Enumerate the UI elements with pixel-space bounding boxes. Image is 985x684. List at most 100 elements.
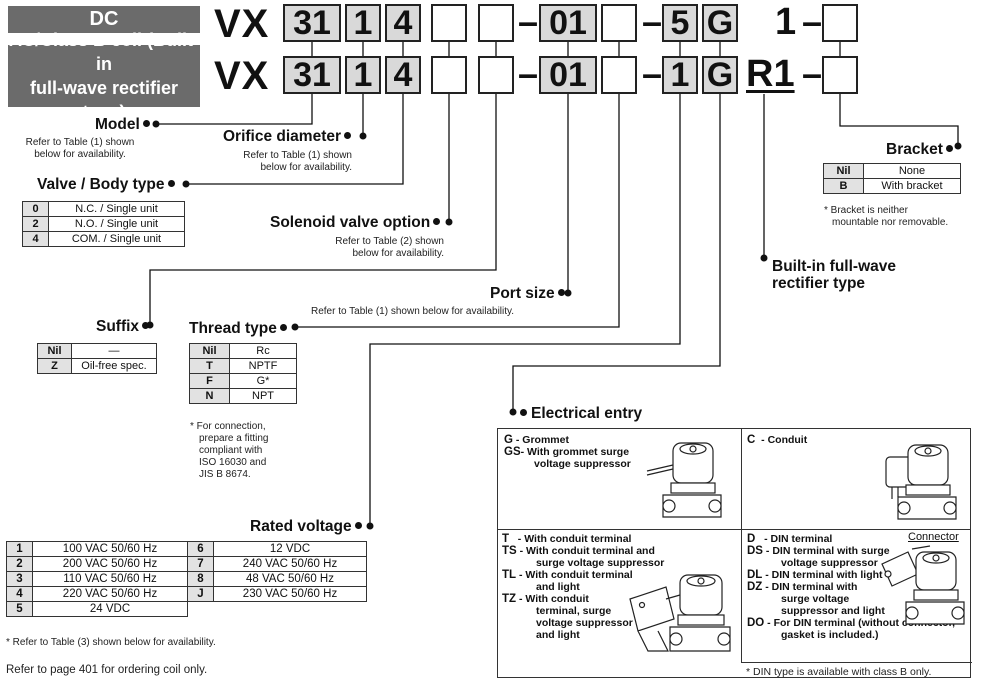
orifice-note-line1: Refer to Table (1) shown [243, 150, 352, 161]
ac-valve-box: 4 [385, 56, 421, 94]
ac-voltage-box: 1 [662, 56, 698, 94]
voltage-code: 2 [6, 556, 33, 572]
entry-code: DS [747, 545, 763, 557]
dc-port-box: 01 [539, 4, 597, 42]
empty-cell [188, 602, 214, 617]
voltage-desc: 110 VAC 50/60 Hz [32, 571, 188, 587]
dc-dash-1: – [518, 1, 539, 42]
voltage-code: 4 [6, 586, 33, 602]
dc-valve-box: 4 [385, 4, 421, 42]
thread-note-line: * For connection, [190, 421, 266, 432]
voltage-desc: 240 VAC 50/60 Hz [213, 556, 367, 572]
model-note-line2: below for availability. [34, 149, 126, 160]
voltage-code: 3 [6, 571, 33, 587]
bracket-desc: With bracket [863, 178, 961, 194]
grommet-valve-illustration [646, 442, 722, 518]
entry-desc: - With conduit terminal and [519, 545, 655, 557]
rectifier-title: Built-in full-wave rectifier type [772, 258, 896, 292]
ac-label: AC/Class B coil (Built-in full-wave rect… [8, 30, 200, 122]
electrical-entry-panel: G - Grommet GS- With grommet surge volta… [497, 428, 972, 678]
suffix-code: Z [37, 358, 72, 374]
suffix-desc: — [71, 343, 157, 359]
entry-desc: terminal, surge [536, 605, 612, 617]
panel-horizontal-divider [498, 529, 970, 530]
bracket-desc: None [863, 163, 961, 179]
thread-note-line: compliant with [199, 445, 263, 456]
entry-code: DO [747, 617, 765, 629]
panel-vertical-divider [741, 429, 742, 662]
conduit-terminal-valve-illustration [629, 574, 731, 652]
entry-desc: - DIN terminal [764, 533, 833, 545]
entry-code: DZ [747, 581, 763, 593]
entry-code: T [502, 533, 510, 545]
footer-note: Refer to page 401 for ordering coil only… [6, 664, 208, 676]
entry-desc: gasket is included.) [781, 629, 879, 641]
entry-desc: voltage suppressor [534, 458, 631, 470]
ac-suffix-box [478, 56, 514, 94]
ac-label-line2: full-wave rectifier type) [29, 78, 179, 122]
ac-model-box: 31 [283, 56, 341, 94]
ac-option-box [431, 56, 467, 94]
valve-body-title: Valve / Body type [37, 176, 175, 194]
port-size-title: Port size [490, 285, 565, 303]
thread-desc: NPTF [229, 358, 297, 374]
voltage-desc: 48 VAC 50/60 Hz [213, 571, 367, 587]
rated-voltage-note: * Refer to Table (3) shown below for ava… [6, 637, 216, 648]
voltage-desc: 12 VDC [213, 541, 367, 557]
entry-code: DL [747, 569, 763, 581]
bullet-dot [354, 522, 362, 530]
port-size-note: Refer to Table (1) shown below for avail… [311, 306, 515, 317]
thread-desc: NPT [229, 388, 297, 404]
entry-desc: - Conduit [761, 434, 808, 446]
ac-rectifier-r1: R1 [746, 53, 795, 95]
ac-label-line1: AC/Class B coil (Built-in [8, 30, 200, 74]
dc-entry-box: G [702, 4, 738, 42]
din-note: * DIN type is available with class B onl… [746, 666, 932, 678]
thread-note-line: prepare a fitting [199, 433, 269, 444]
entry-desc: and light [536, 629, 580, 641]
voltage-desc: 100 VAC 50/60 Hz [32, 541, 188, 557]
entry-desc: - With conduit [518, 593, 589, 605]
ac-orifice-box: 1 [345, 56, 381, 94]
rectifier-line2: rectifier type [772, 275, 866, 292]
suffix-title: Suffix [96, 318, 150, 336]
orifice-title: Orifice diameter [223, 128, 352, 146]
voltage-desc: 24 VDC [32, 601, 188, 617]
solenoid-note-line2: below for availability. [352, 248, 444, 259]
dc-dash-3: – [802, 1, 823, 42]
entry-code: TZ [502, 593, 517, 605]
suffix-desc: Oil-free spec. [71, 358, 157, 374]
ac-dash-2: – [642, 53, 663, 94]
entry-desc: suppressor and light [781, 605, 885, 617]
bracket-title: Bracket [886, 141, 953, 159]
entry-desc: - With grommet surge [520, 446, 630, 458]
entry-desc: voltage suppressor [781, 557, 878, 569]
entry-desc: - With conduit terminal [518, 569, 633, 581]
rectifier-line1: Built-in full-wave [772, 258, 896, 275]
entry-desc: surge voltage [781, 593, 850, 605]
thread-code: N [189, 388, 230, 404]
thread-title: Thread type [189, 320, 287, 338]
voltage-code: 7 [187, 556, 214, 572]
entry-code: GS [504, 446, 521, 458]
voltage-code: 6 [187, 541, 214, 557]
suffix-code: Nil [37, 343, 72, 359]
thread-desc: Rc [229, 343, 297, 359]
orifice-note: Refer to Table (1) shown below for avail… [214, 150, 352, 174]
thread-code: F [189, 373, 230, 389]
entry-g: G - Grommet GS- With grommet surge volta… [504, 434, 631, 470]
panel-footer-divider [741, 662, 972, 663]
thread-note: * For connection, prepare a fitting comp… [190, 421, 269, 481]
bullet-dot [142, 322, 150, 330]
